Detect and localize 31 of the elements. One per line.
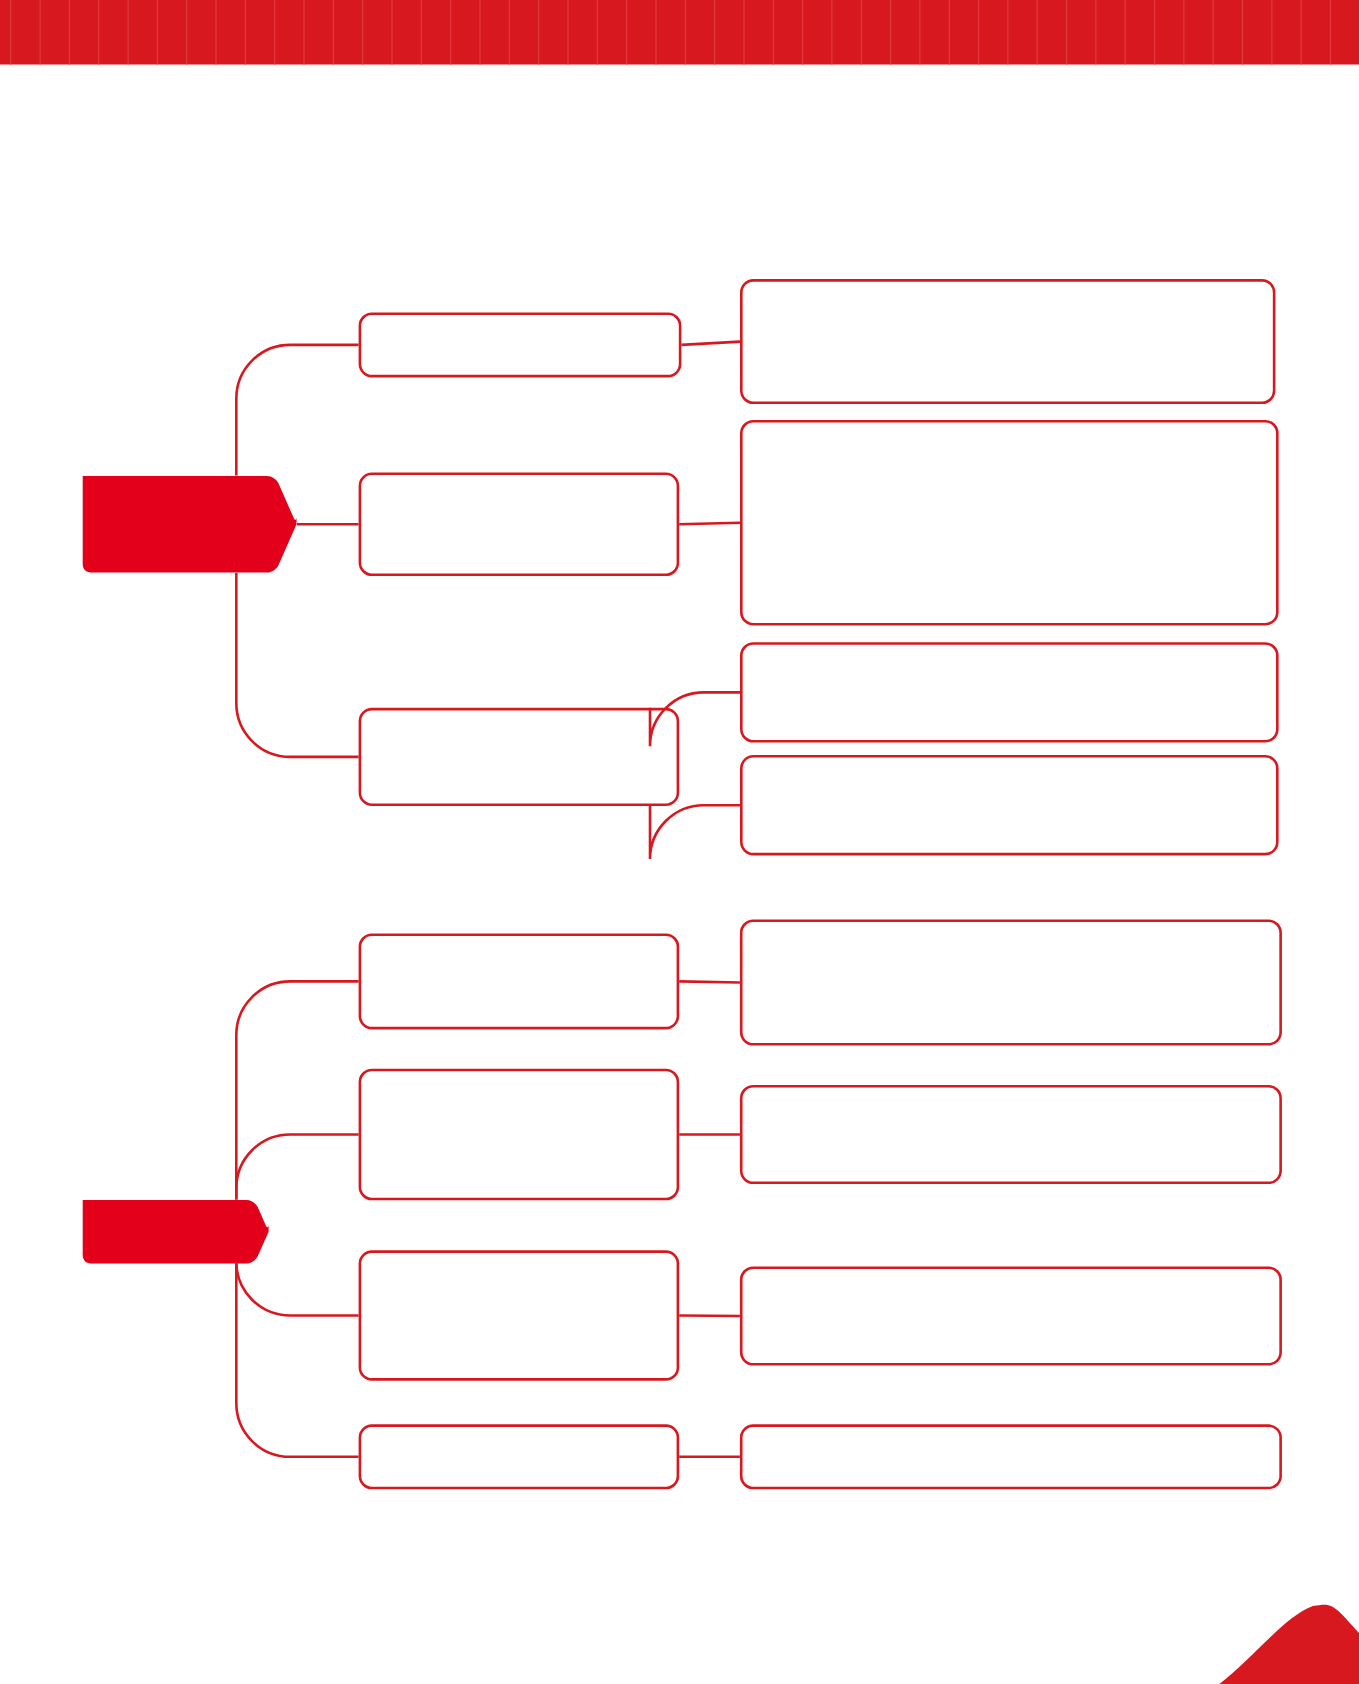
connector-line [679, 1133, 740, 1136]
content-box [358, 707, 680, 806]
content-box [739, 1084, 1282, 1185]
content-box [358, 312, 682, 378]
tag-shape [82, 1200, 269, 1264]
connector-line [679, 980, 740, 984]
connector-line [679, 521, 741, 526]
content-box [358, 1424, 680, 1490]
content-box [358, 933, 680, 1030]
connector-line [235, 1263, 359, 1459]
tag-shape [82, 475, 297, 573]
connector-line [235, 343, 359, 476]
connector-line [679, 1314, 740, 1318]
connector-line [679, 1455, 740, 1459]
content-box [740, 642, 1279, 743]
content-box [740, 279, 1276, 405]
connector-line [235, 1133, 359, 1200]
content-box [740, 755, 1279, 856]
connector-line [235, 1260, 359, 1317]
content-box [739, 919, 1282, 1046]
content-box [358, 1250, 680, 1381]
content-box [740, 419, 1279, 626]
content-box [358, 472, 680, 577]
connector-line [681, 340, 741, 347]
connector-line [648, 803, 740, 861]
content-box [739, 1424, 1282, 1490]
connector-line [648, 691, 740, 748]
content-box [739, 1266, 1282, 1366]
connector-line [235, 573, 359, 759]
connector-line [296, 523, 359, 526]
content-box [358, 1068, 680, 1201]
